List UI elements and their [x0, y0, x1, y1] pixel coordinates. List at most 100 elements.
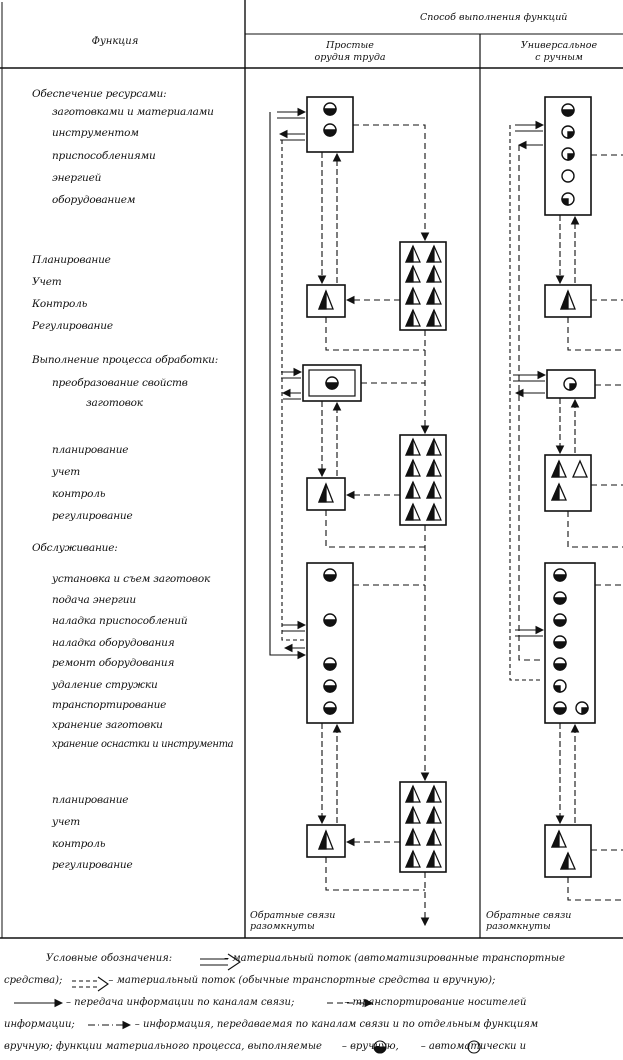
half-triangle-icon	[426, 244, 442, 263]
col1-connections	[269, 107, 430, 927]
col2-service-box	[544, 562, 596, 724]
group-service-title: Обслуживание:	[32, 542, 118, 554]
manual-circle-icon	[553, 591, 567, 605]
manual-circle-icon	[323, 701, 337, 715]
col2-control-box-2	[544, 454, 592, 512]
manual-circle-icon	[553, 657, 567, 671]
function-column-header: Функция	[91, 36, 139, 47]
feedback-line: разомкнуты	[250, 921, 315, 932]
row-label: преобразование свойств	[52, 377, 188, 389]
half-triangle-icon	[426, 437, 442, 456]
col1-control-triangles	[318, 289, 334, 850]
legend: Условные обозначения:– материальный пото…	[4, 948, 618, 1058]
feedback-line: Обратные связи	[250, 910, 336, 921]
half-triangle-icon	[551, 829, 567, 848]
row-label: транспортирование	[52, 699, 167, 711]
row-label: оборудованием	[52, 194, 136, 206]
col2-function-circles	[553, 103, 589, 715]
legend-text: – материальный поток (обычные транспортн…	[108, 975, 496, 986]
row-label: ремонт оборудования	[52, 657, 175, 669]
legend-text: – автоматически и	[420, 1041, 527, 1052]
legend-line-3: – передача информации по каналам связи; –…	[4, 992, 618, 1014]
row-label: энергией	[52, 172, 102, 184]
row-label: контроль	[52, 838, 106, 850]
half-triangle-icon	[426, 784, 442, 803]
row-label: наладка оборудования	[52, 637, 175, 649]
legend-line-4: информации; – информация, передаваемая по…	[4, 1014, 618, 1036]
mixed-circle-icon	[561, 147, 575, 161]
manual-circle-icon	[553, 635, 567, 649]
half-triangle-icon	[426, 502, 442, 521]
row-label: планирование	[52, 444, 129, 456]
col2-triangles	[551, 289, 588, 870]
col2-connections	[509, 120, 623, 901]
group-resources-title: Обеспечение ресурсами:	[32, 88, 167, 100]
table-grid	[0, 0, 623, 939]
manual-circle-icon	[553, 568, 567, 582]
dashed-double-arrow-icon	[72, 976, 109, 992]
half-triangle-icon	[426, 286, 442, 305]
manual-circle-icon	[323, 102, 337, 116]
row-label: контроль	[52, 488, 106, 500]
half-triangle-icon	[426, 827, 442, 846]
feedback-line: Обратные связи	[486, 910, 572, 921]
half-triangle-icon	[405, 286, 421, 305]
legend-line-2: средства); – материальный поток (обычные …	[4, 970, 618, 992]
col1-header-line1: Простые	[326, 40, 374, 51]
half-triangle-icon	[405, 502, 421, 521]
manual-circle-icon	[323, 568, 337, 582]
col1-header-line2: орудия труда	[314, 52, 386, 63]
mixed-circle-icon	[563, 377, 577, 391]
legend-text: информации;	[4, 1019, 75, 1030]
legend-line-5: вручную; функции материального процесса,…	[4, 1036, 618, 1058]
row-label: подача энергии	[52, 594, 136, 606]
col2-header-line1: Универсальное	[520, 40, 598, 51]
manual-circle-icon	[323, 613, 337, 627]
col2-header-line2: с ручным	[535, 52, 583, 63]
half-triangle-icon	[426, 480, 442, 499]
legend-text: – информация, передаваемая по каналам св…	[134, 1019, 539, 1030]
method-group-header: Способ выполнения функций	[420, 12, 568, 23]
manual-circle-icon	[323, 679, 337, 693]
row-label: приспособлениями	[52, 150, 156, 162]
row-label: хранение заготовки	[52, 719, 163, 731]
row-label: учет	[52, 816, 80, 828]
legend-text: средства);	[4, 975, 63, 986]
half-triangle-icon	[551, 482, 567, 501]
row-label: Контроль	[32, 298, 88, 310]
col2-boxes	[544, 96, 596, 878]
mixed-circle-icon	[575, 701, 589, 715]
col1-boxes	[302, 96, 447, 873]
col1-info-triangles	[405, 244, 442, 868]
manual-circle-icon	[373, 1040, 387, 1054]
half-triangle-icon	[405, 849, 421, 868]
row-label: учет	[52, 466, 80, 478]
half-triangle-icon	[405, 437, 421, 456]
row-label: заготовок	[86, 397, 143, 409]
legend-text: – транспортирование носителей	[344, 997, 527, 1008]
half-triangle-icon	[318, 289, 334, 310]
row-label: хранение оснастки и инструмента	[52, 739, 234, 750]
row-label: инструментом	[52, 127, 139, 139]
row-label: регулирование	[52, 859, 133, 871]
row-label: Учет	[32, 276, 62, 288]
half-triangle-icon	[318, 482, 334, 503]
half-triangle-icon	[405, 480, 421, 499]
half-triangle-icon	[426, 264, 442, 283]
legend-text: – передача информации по каналам связи;	[66, 997, 295, 1008]
half-triangle-icon	[560, 289, 576, 310]
half-triangle-icon	[426, 849, 442, 868]
col1-feedback-note: Обратные связи разомкнуты	[250, 910, 335, 932]
legend-text: вручную; функции материального процесса,…	[4, 1041, 322, 1052]
half-triangle-icon	[405, 827, 421, 846]
auto-circle-icon	[561, 169, 575, 183]
col1-info-box-1	[399, 241, 447, 331]
half-triangle-icon	[405, 784, 421, 803]
mixed-circle-icon	[553, 679, 567, 693]
col1-info-box-3	[399, 781, 447, 873]
half-triangle-icon	[405, 244, 421, 263]
manual-circle-icon	[323, 123, 337, 137]
material-flow-arrow	[269, 112, 307, 660]
row-label: планирование	[52, 794, 129, 806]
